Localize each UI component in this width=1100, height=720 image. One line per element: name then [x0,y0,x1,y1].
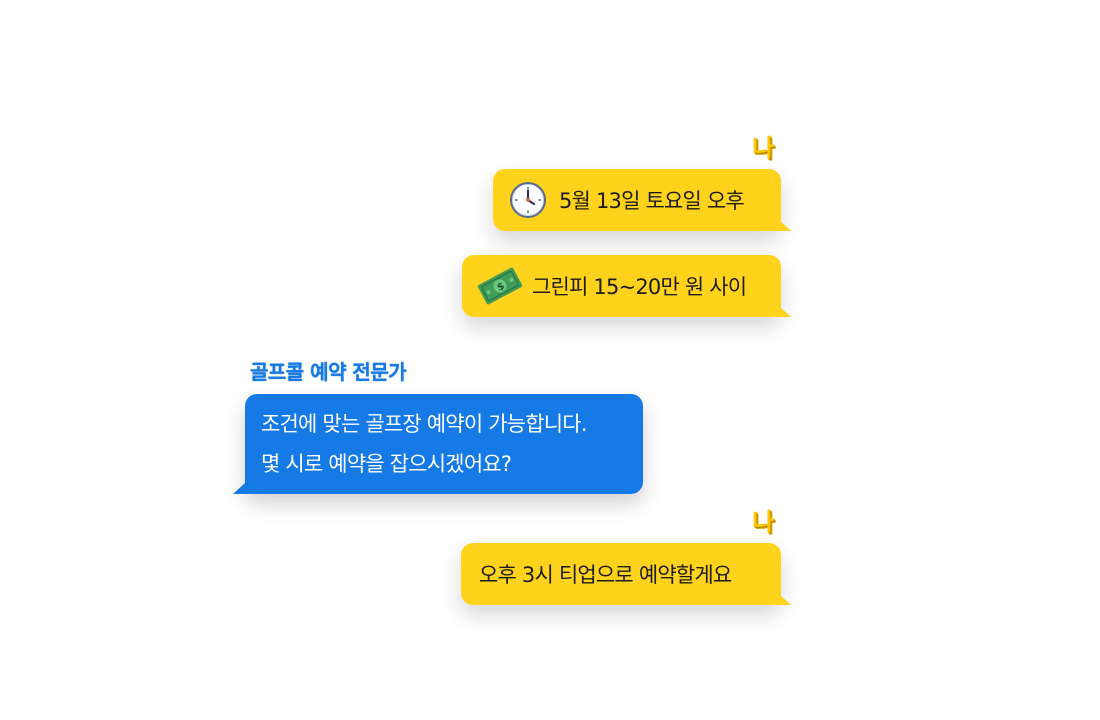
chat-bubble-expert: 조건에 맞는 골프장 예약이 가능합니다. 몇 시로 예약을 잡으시겠어요? [233,394,643,494]
sender-label-expert: 골프콜 예약 전문가 [250,360,407,384]
chat-bubble-me: $ 그린피 15~20만 원 사이 [462,255,791,317]
sender-label-me: 나 [752,508,774,536]
clock-icon [509,181,547,219]
message-text: 그린피 15~20만 원 사이 [532,275,747,299]
message-text: 오후 3시 티업으로 예약할게요 [479,563,732,587]
message-line: 몇 시로 예약을 잡으시겠어요? [261,452,512,476]
message-text: 5월 13일 토요일 오후 [559,189,745,213]
chat-bubble-me: 5월 13일 토요일 오후 [493,169,791,231]
chat-bubble-me: 오후 3시 티업으로 예약할게요 [461,543,791,605]
message-line: 조건에 맞는 골프장 예약이 가능합니다. [261,412,588,436]
sender-label-me: 나 [752,134,774,162]
svg-text:$: $ [495,281,506,294]
money-icon: $ [477,266,523,306]
